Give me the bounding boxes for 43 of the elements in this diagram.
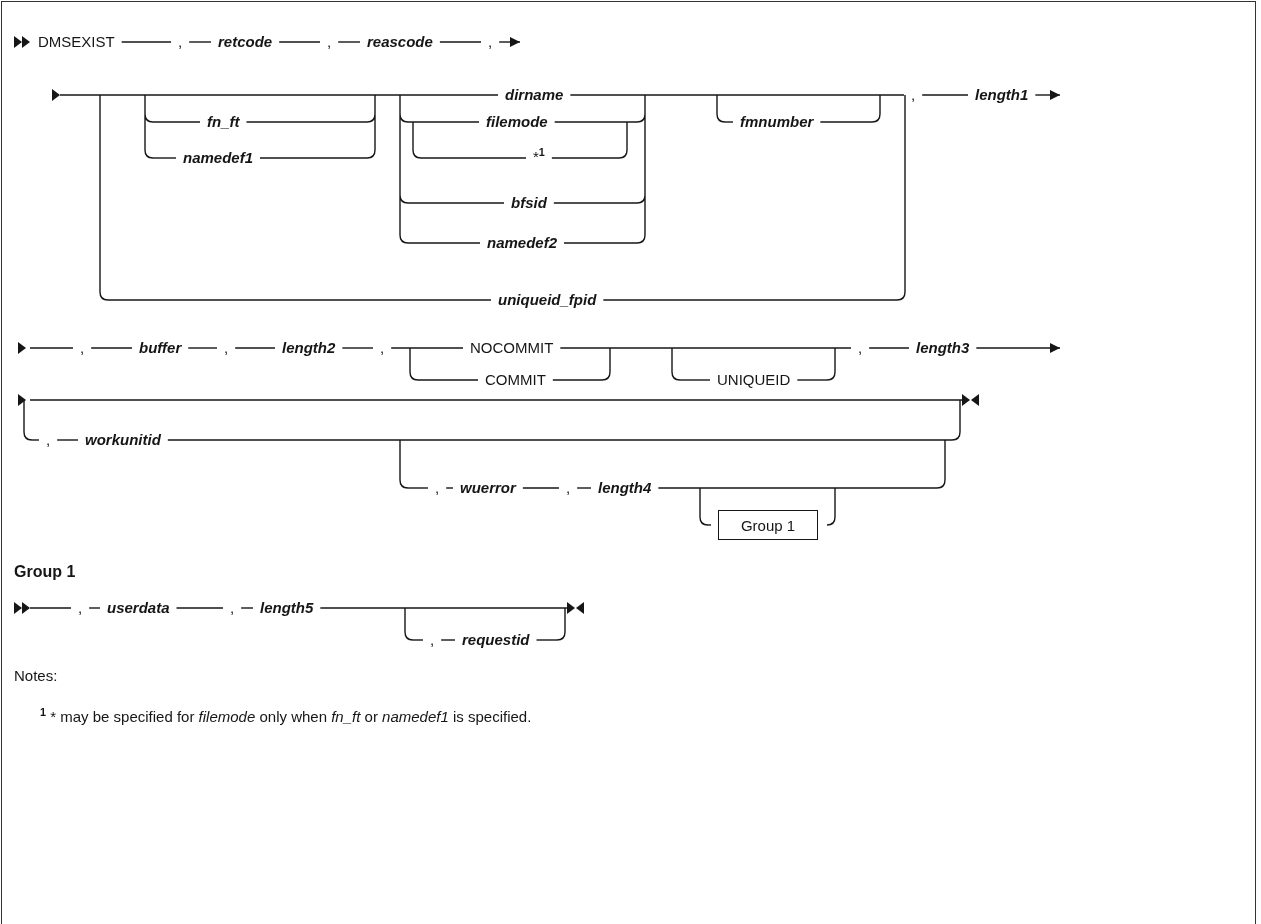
comma-separator: ,: [230, 599, 235, 617]
section-heading: Group 1: [14, 562, 76, 582]
syntax-variable: buffer: [139, 339, 182, 357]
syntax-variable: namedef2: [487, 234, 558, 252]
syntax-variable: retcode: [218, 33, 273, 51]
comma-separator: ,: [488, 33, 493, 51]
syntax-variable: fn_ft: [207, 113, 240, 131]
comma-separator: ,: [78, 599, 83, 617]
syntax-variable: fmnumber: [740, 113, 814, 131]
syntax-keyword: DMSEXIST: [38, 33, 115, 51]
syntax-variable: dirname: [505, 86, 564, 104]
comma-separator: ,: [46, 431, 51, 449]
group-reference-box: Group 1: [718, 510, 818, 540]
syntax-variable: userdata: [107, 599, 170, 617]
comma-separator: ,: [380, 339, 385, 357]
comma-separator: ,: [435, 479, 440, 497]
syntax-variable: length3: [916, 339, 970, 357]
syntax-variable: length4: [598, 479, 652, 497]
syntax-keyword: *$^{1}$: [533, 146, 545, 166]
syntax-variable: filemode: [486, 113, 548, 131]
syntax-variable: bfsid: [511, 194, 547, 212]
comma-separator: ,: [858, 339, 863, 357]
comma-separator: ,: [80, 339, 85, 357]
comma-separator: ,: [566, 479, 571, 497]
comma-separator: ,: [911, 86, 916, 104]
syntax-keyword: COMMIT: [485, 371, 546, 389]
syntax-variable: reascode: [367, 33, 433, 51]
comma-separator: ,: [224, 339, 229, 357]
syntax-variable: requestid: [462, 631, 530, 649]
notes-heading: Notes:: [14, 667, 58, 685]
syntax-keyword: NOCOMMIT: [470, 339, 554, 357]
syntax-variable: length2: [282, 339, 336, 357]
syntax-variable: wuerror: [460, 479, 516, 497]
syntax-variable: uniqueid_fpid: [498, 291, 597, 309]
syntax-variable: namedef1: [183, 149, 254, 167]
syntax-variable: length1: [975, 86, 1029, 104]
footnote-text: $^{1}$ * may be specified for filemode only when fn_ft or namedef1 is specified.: [40, 706, 532, 726]
comma-separator: ,: [327, 33, 332, 51]
syntax-variable: workunitid: [85, 431, 161, 449]
syntax-keyword: UNIQUEID: [717, 371, 791, 389]
syntax-variable: length5: [260, 599, 314, 617]
comma-separator: ,: [178, 33, 183, 51]
comma-separator: ,: [430, 631, 435, 649]
